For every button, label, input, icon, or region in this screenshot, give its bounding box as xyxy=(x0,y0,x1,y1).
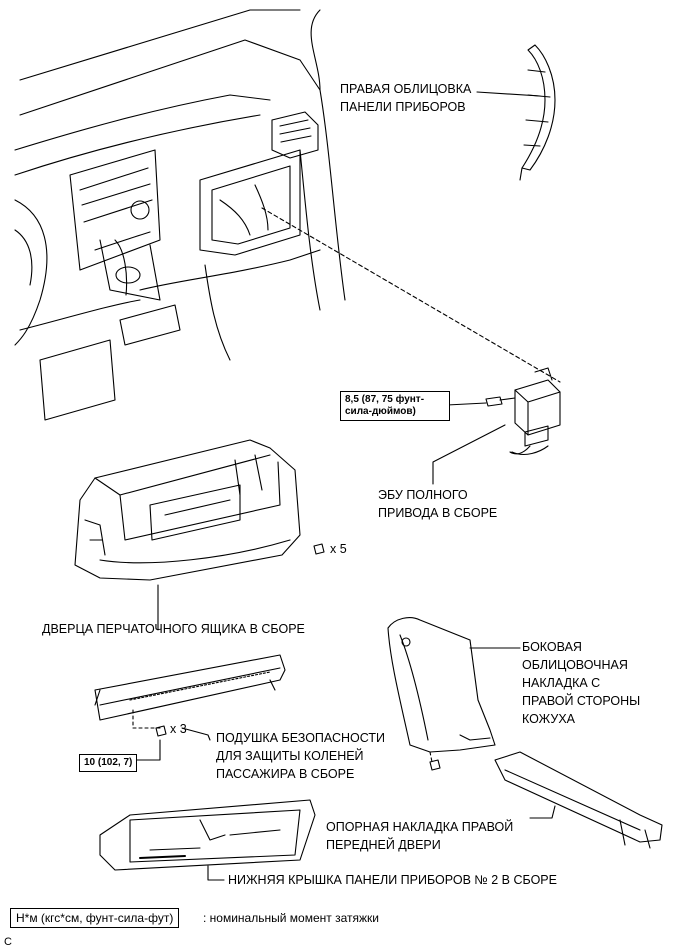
glovebox-screw xyxy=(313,543,325,555)
glovebox-door-part xyxy=(74,439,301,581)
legend-description: : номинальный момент затяжки xyxy=(203,911,379,925)
airbag-bolt-count: x 3 xyxy=(170,722,187,736)
label-scuff-plate: ОПОРНАЯ НАКЛАДКА ПРАВОЙ ПЕРЕДНЕЙ ДВЕРИ xyxy=(326,820,514,852)
knee-airbag-part xyxy=(94,654,286,721)
ecu-part xyxy=(509,367,561,455)
label-ecu: ЭБУ ПОЛНОГО ПРИВОДА В СБОРЕ xyxy=(378,488,498,520)
torque-airbag-bolt: 10 (102, 7) xyxy=(79,754,138,772)
right-trim-part xyxy=(519,44,556,181)
label-glovebox: ДВЕРЦА ПЕРЧАТОЧНОГО ЯЩИКА В СБОРЕ xyxy=(42,622,305,636)
label-side-panel: БОКОВАЯ ОБЛИЦОВОЧНАЯ НАКЛАДКА С ПРАВОЙ С… xyxy=(522,640,641,726)
scuff-plate-part xyxy=(494,751,663,849)
torque-ecu-bolt: 8,5 (87, 75 фунт- сила-дюймов) xyxy=(340,391,450,421)
ecu-bolt xyxy=(485,396,503,407)
legend-unit-box: Н*м (кгс*см, фунт-сила-фут) xyxy=(10,908,180,928)
glovebox-screw-count: x 5 xyxy=(330,542,347,556)
label-lower-cover: НИЖНЯЯ КРЫШКА ПАНЕЛИ ПРИБОРОВ № 2 В СБОР… xyxy=(228,873,557,887)
lower-cover-part xyxy=(99,799,316,871)
airbag-bolt xyxy=(155,725,167,737)
dashboard-illustration xyxy=(14,9,346,421)
label-right-trim: ПРАВАЯ ОБЛИЦОВКА ПАНЕЛИ ПРИБОРОВ xyxy=(340,82,472,114)
label-knee-airbag: ПОДУШКА БЕЗОПАСНОСТИ ДЛЯ ЗАЩИТЫ КОЛЕНЕЙ … xyxy=(216,731,385,781)
corner-mark: C xyxy=(4,936,12,948)
side-trim-clip xyxy=(429,759,441,771)
side-trim-part xyxy=(387,617,496,763)
